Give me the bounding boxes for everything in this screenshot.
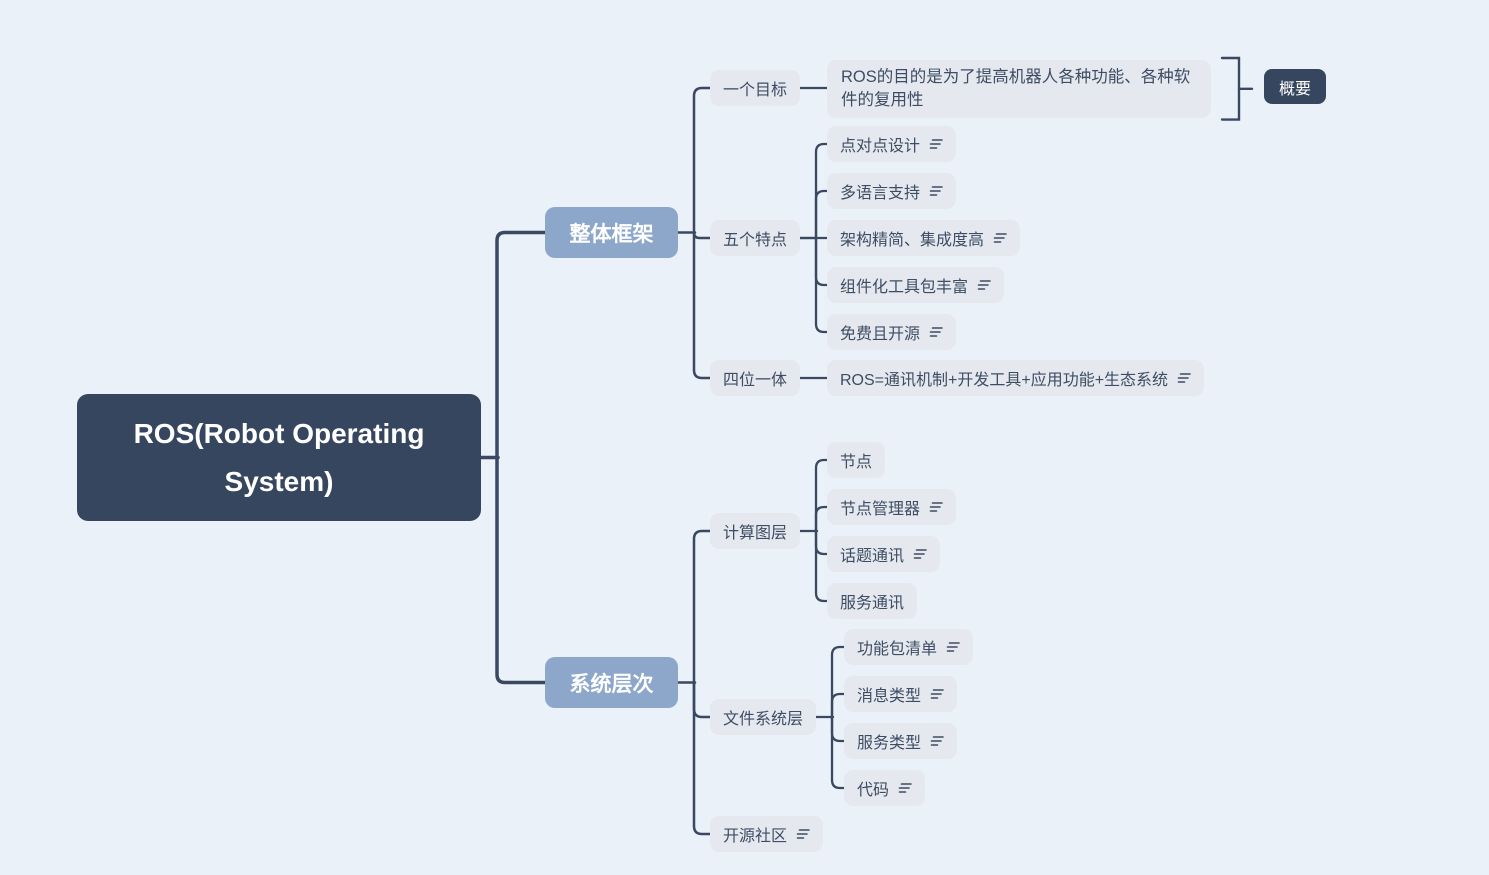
notes-icon[interactable] [913, 548, 927, 560]
notes-icon[interactable] [930, 688, 944, 700]
topic-node[interactable]: 节点 [827, 442, 886, 478]
topic-label: 点对点设计 [840, 138, 921, 155]
notes-icon[interactable] [929, 138, 943, 150]
notes-icon[interactable] [1177, 372, 1191, 384]
topic-component-toolkits[interactable]: 组件化工具包丰富 [827, 267, 1005, 303]
notes-icon[interactable] [993, 232, 1007, 244]
notes-icon[interactable] [946, 641, 960, 653]
topic-label: 消息类型 [857, 688, 922, 705]
topic-label: 代码 [857, 782, 890, 799]
notes-icon[interactable] [929, 185, 943, 197]
branch-overall-framework[interactable]: 整体框架 [545, 207, 678, 258]
topic-label: 服务类型 [857, 735, 922, 752]
topic-file-system[interactable]: 文件系统层 [710, 699, 817, 735]
topic-service-type[interactable]: 服务类型 [844, 723, 958, 759]
notes-icon[interactable] [898, 782, 912, 794]
topic-label: 多语言支持 [840, 185, 921, 202]
topic-label: 功能包清单 [857, 641, 938, 658]
topic-code[interactable]: 代码 [844, 770, 926, 806]
notes-icon[interactable] [796, 828, 810, 840]
summary-badge[interactable]: 概要 [1264, 69, 1327, 104]
topic-label: ROS=通讯机制+开发工具+应用功能+生态系统 [840, 372, 1169, 389]
topic-package-manifest[interactable]: 功能包清单 [844, 629, 974, 665]
topic-label: 免费且开源 [840, 326, 921, 343]
topic-topic-communication[interactable]: 话题通讯 [827, 536, 941, 572]
notes-icon[interactable] [977, 279, 991, 291]
branch-system-hierarchy[interactable]: 系统层次 [545, 657, 678, 708]
topic-computation-graph[interactable]: 计算图层 [710, 513, 801, 549]
topic-label: 节点管理器 [840, 501, 921, 518]
topic-one-goal[interactable]: 一个目标 [710, 70, 801, 106]
topic-ros-formula[interactable]: ROS=通讯机制+开发工具+应用功能+生态系统 [827, 360, 1205, 396]
topic-message-type[interactable]: 消息类型 [844, 676, 958, 712]
notes-icon[interactable] [930, 735, 944, 747]
topic-node-manager[interactable]: 节点管理器 [827, 489, 957, 525]
topic-label: 话题通讯 [840, 548, 905, 565]
topic-label: 开源社区 [723, 828, 788, 845]
topic-ros-purpose[interactable]: ROS的目的是为了提高机器人各种功能、各种软件的复用性 [827, 60, 1211, 118]
topic-root[interactable]: ROS(Robot Operating System) [77, 394, 481, 521]
topic-service-communication[interactable]: 服务通讯 [827, 583, 918, 619]
topic-simple-architecture[interactable]: 架构精简、集成度高 [827, 220, 1021, 256]
topic-five-features[interactable]: 五个特点 [710, 220, 801, 256]
topic-opensource-community[interactable]: 开源社区 [710, 816, 824, 852]
topic-label: 组件化工具包丰富 [840, 279, 969, 296]
topic-label: 架构精简、集成度高 [840, 232, 985, 249]
notes-icon[interactable] [929, 326, 943, 338]
topic-four-in-one[interactable]: 四位一体 [710, 360, 801, 396]
topic-free-opensource[interactable]: 免费且开源 [827, 314, 957, 350]
notes-icon[interactable] [929, 501, 943, 513]
topic-p2p-design[interactable]: 点对点设计 [827, 126, 957, 162]
topic-multilanguage-support[interactable]: 多语言支持 [827, 173, 957, 209]
